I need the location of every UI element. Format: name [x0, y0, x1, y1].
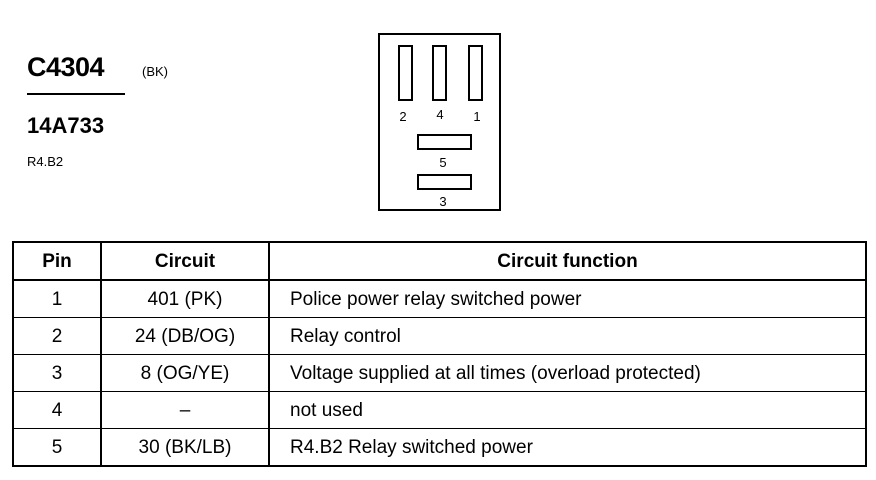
cell-circuit: – — [100, 391, 270, 429]
cell-circuit: 30 (BK/LB) — [100, 428, 270, 467]
connector-id: C4304 — [27, 52, 105, 82]
pin-slot-1 — [468, 45, 483, 101]
pin-slot-4 — [432, 45, 447, 101]
cell-pin: 5 — [12, 428, 102, 467]
cell-pin: 1 — [12, 279, 102, 318]
cell-pin: 2 — [12, 317, 102, 355]
connector-color: (BK) — [142, 64, 168, 79]
pin-slot-2 — [398, 45, 413, 101]
cell-function: Voltage supplied at all times (overload … — [268, 354, 867, 392]
pin-label-2: 2 — [399, 109, 407, 124]
table-row: 4 – not used — [12, 391, 867, 429]
cell-circuit: 24 (DB/OG) — [100, 317, 270, 355]
connector-id-underline — [27, 93, 125, 95]
part-number: 14A733 — [27, 113, 105, 138]
table-row: 3 8 (OG/YE) Voltage supplied at all time… — [12, 354, 867, 392]
pin-slot-3 — [417, 174, 472, 190]
cell-function: not used — [268, 391, 867, 429]
header-pin: Pin — [12, 241, 102, 281]
connector-face-diagram: 2 4 1 5 3 — [378, 33, 501, 211]
header-circuit-function: Circuit function — [268, 241, 867, 281]
pin-label-5: 5 — [439, 155, 447, 170]
connector-location: R4.B2 — [27, 154, 64, 169]
header-circuit: Circuit — [100, 241, 270, 281]
table-row: 1 401 (PK) Police power relay switched p… — [12, 279, 867, 318]
table-header-row: Pin Circuit Circuit function — [12, 241, 867, 281]
pin-slot-5 — [417, 134, 472, 150]
pin-table: Pin Circuit Circuit function 1 401 (PK) … — [12, 241, 867, 467]
pin-label-1: 1 — [473, 109, 481, 124]
cell-circuit: 8 (OG/YE) — [100, 354, 270, 392]
cell-pin: 3 — [12, 354, 102, 392]
cell-pin: 4 — [12, 391, 102, 429]
pin-label-4: 4 — [436, 107, 444, 122]
cell-function: Police power relay switched power — [268, 279, 867, 318]
pin-label-3: 3 — [439, 194, 447, 209]
cell-function: Relay control — [268, 317, 867, 355]
cell-circuit: 401 (PK) — [100, 279, 270, 318]
table-row: 2 24 (DB/OG) Relay control — [12, 317, 867, 355]
table-row: 5 30 (BK/LB) R4.B2 Relay switched power — [12, 428, 867, 467]
cell-function: R4.B2 Relay switched power — [268, 428, 867, 467]
